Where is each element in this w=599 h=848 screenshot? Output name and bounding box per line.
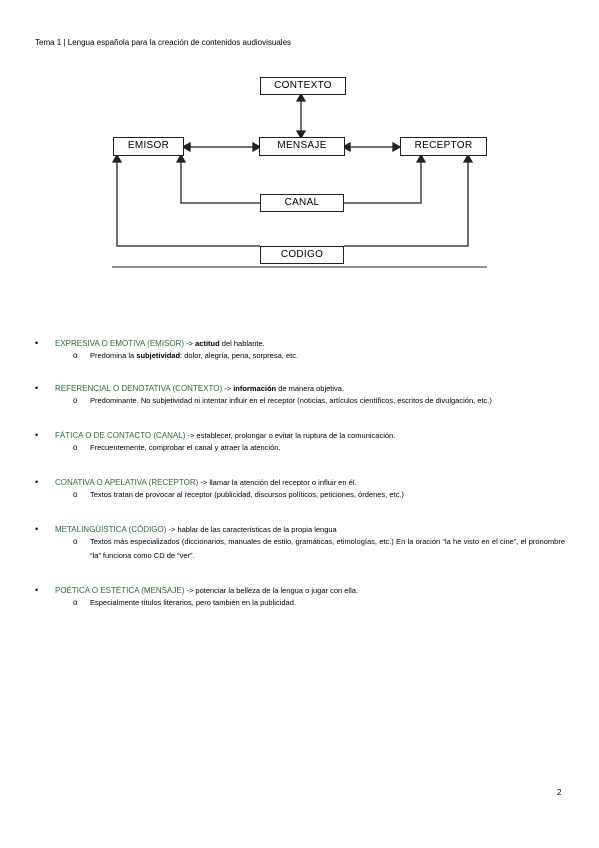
text-run: : dolor, alegría, pena, sorpresa, etc. — [180, 351, 299, 360]
function-description: o Especialmente títulos literarios, pero … — [35, 596, 565, 610]
bullet-icon: • — [35, 477, 39, 487]
text-run: Predominante. No subjetividad ni intenta… — [90, 396, 492, 405]
function-name: EXPRESIVA O EMOTIVA (EMISOR) — [55, 339, 185, 348]
function-description: o Predominante. No subjetividad ni intent… — [35, 394, 565, 408]
box-contexto: CONTEXTO — [260, 77, 346, 95]
sub-bullet-icon: o — [73, 598, 78, 607]
bullet-icon: • — [35, 383, 39, 393]
text-run: Especialmente títulos literarios, pero t… — [90, 598, 296, 607]
sub-bullet-icon: o — [73, 351, 78, 360]
text-run: Textos tratan de provocar al receptor (p… — [90, 490, 404, 499]
text-run: -> establecer, prolongar o evitar la rup… — [185, 431, 396, 440]
bullet-icon: • — [35, 524, 39, 534]
sub-bullet-icon: o — [73, 443, 78, 452]
function-item: •POÉTICA O ESTÉTICA (MENSAJE) -> potenci… — [35, 585, 565, 610]
function-item: •REFERENCIAL O DENOTATIVA (CONTEXTO) -> … — [35, 383, 565, 408]
function-heading: REFERENCIAL O DENOTATIVA (CONTEXTO) -> i… — [35, 383, 565, 394]
text-run: -> — [184, 339, 196, 348]
functions-list: •EXPRESIVA O EMOTIVA (EMISOR) -> actitud… — [35, 338, 565, 610]
sub-bullet-icon: o — [73, 396, 78, 405]
function-description: o Textos tratan de provocar al receptor (… — [35, 488, 565, 502]
page-header: Tema 1 | Lengua española para la creació… — [35, 38, 292, 47]
function-item: •EXPRESIVA O EMOTIVA (EMISOR) -> actitud… — [35, 338, 565, 363]
function-name: FÁTICA O DE CONTACTO (CANAL) — [55, 431, 186, 440]
function-item: •FÁTICA O DE CONTACTO (CANAL) -> estable… — [35, 430, 565, 455]
bullet-icon: • — [35, 585, 39, 595]
bullet-icon: • — [35, 338, 39, 348]
function-heading: POÉTICA O ESTÉTICA (MENSAJE) -> potencia… — [35, 585, 565, 596]
function-name: POÉTICA O ESTÉTICA (MENSAJE) — [55, 586, 185, 595]
arrow-codigo-receptor — [344, 160, 469, 247]
box-canal: CANAL — [260, 194, 344, 212]
function-name: CONATIVA O APELATIVA (RECEPTOR) — [55, 478, 199, 487]
function-name: REFERENCIAL O DENOTATIVA (CONTEXTO) — [55, 384, 223, 393]
box-emisor: EMISOR — [113, 137, 184, 156]
function-heading: CONATIVA O APELATIVA (RECEPTOR) -> llama… — [35, 477, 565, 488]
communication-diagram — [111, 92, 487, 268]
function-name: METALINGÜÍSTICA (CÓDIGO) — [55, 525, 167, 534]
bullet-icon: • — [35, 430, 39, 440]
arrow-canal-emisor — [180, 160, 260, 204]
text-run: de manera objetiva. — [276, 384, 345, 393]
function-heading: METALINGÜÍSTICA (CÓDIGO) -> hablar de la… — [35, 524, 565, 535]
arrow-canal-receptor — [344, 160, 422, 204]
sub-bullet-icon: o — [73, 490, 78, 499]
function-item: •METALINGÜÍSTICA (CÓDIGO) -> hablar de l… — [35, 524, 565, 563]
text-run: Frecuentemente, comprobar el canal y atr… — [90, 443, 281, 452]
text-run: -> potenciar la belleza de la lengua o j… — [184, 586, 359, 595]
bold-term: actitud — [195, 339, 220, 348]
function-item: •CONATIVA O APELATIVA (RECEPTOR) -> llam… — [35, 477, 565, 502]
box-receptor: RECEPTOR — [400, 137, 487, 156]
box-codigo: CODIGO — [260, 246, 344, 264]
function-description: o Textos más especializados (diccionarios… — [35, 535, 565, 563]
sub-bullet-icon: o — [73, 537, 78, 546]
text-run: del hablante. — [219, 339, 265, 348]
function-description: o Frecuentemente, comprobar el canal y at… — [35, 441, 565, 455]
arrow-codigo-emisor — [116, 160, 260, 247]
bold-term: subjetividad — [136, 351, 181, 360]
function-heading: FÁTICA O DE CONTACTO (CANAL) -> establec… — [35, 430, 565, 441]
box-mensaje: MENSAJE — [259, 137, 345, 156]
text-run: -> llamar la atención del receptor o inf… — [198, 478, 357, 487]
text-run: -> — [222, 384, 234, 393]
bold-term: información — [233, 384, 277, 393]
text-run: Predomina la — [90, 351, 137, 360]
page-number: 2 — [557, 788, 562, 797]
function-heading: EXPRESIVA O EMOTIVA (EMISOR) -> actitud … — [35, 338, 565, 349]
text-run: -> hablar de las características de la p… — [166, 525, 337, 534]
text-run: Textos más especializados (diccionarios,… — [90, 537, 565, 560]
function-description: o Predomina la subjetividad: dolor, alegr… — [35, 349, 565, 363]
